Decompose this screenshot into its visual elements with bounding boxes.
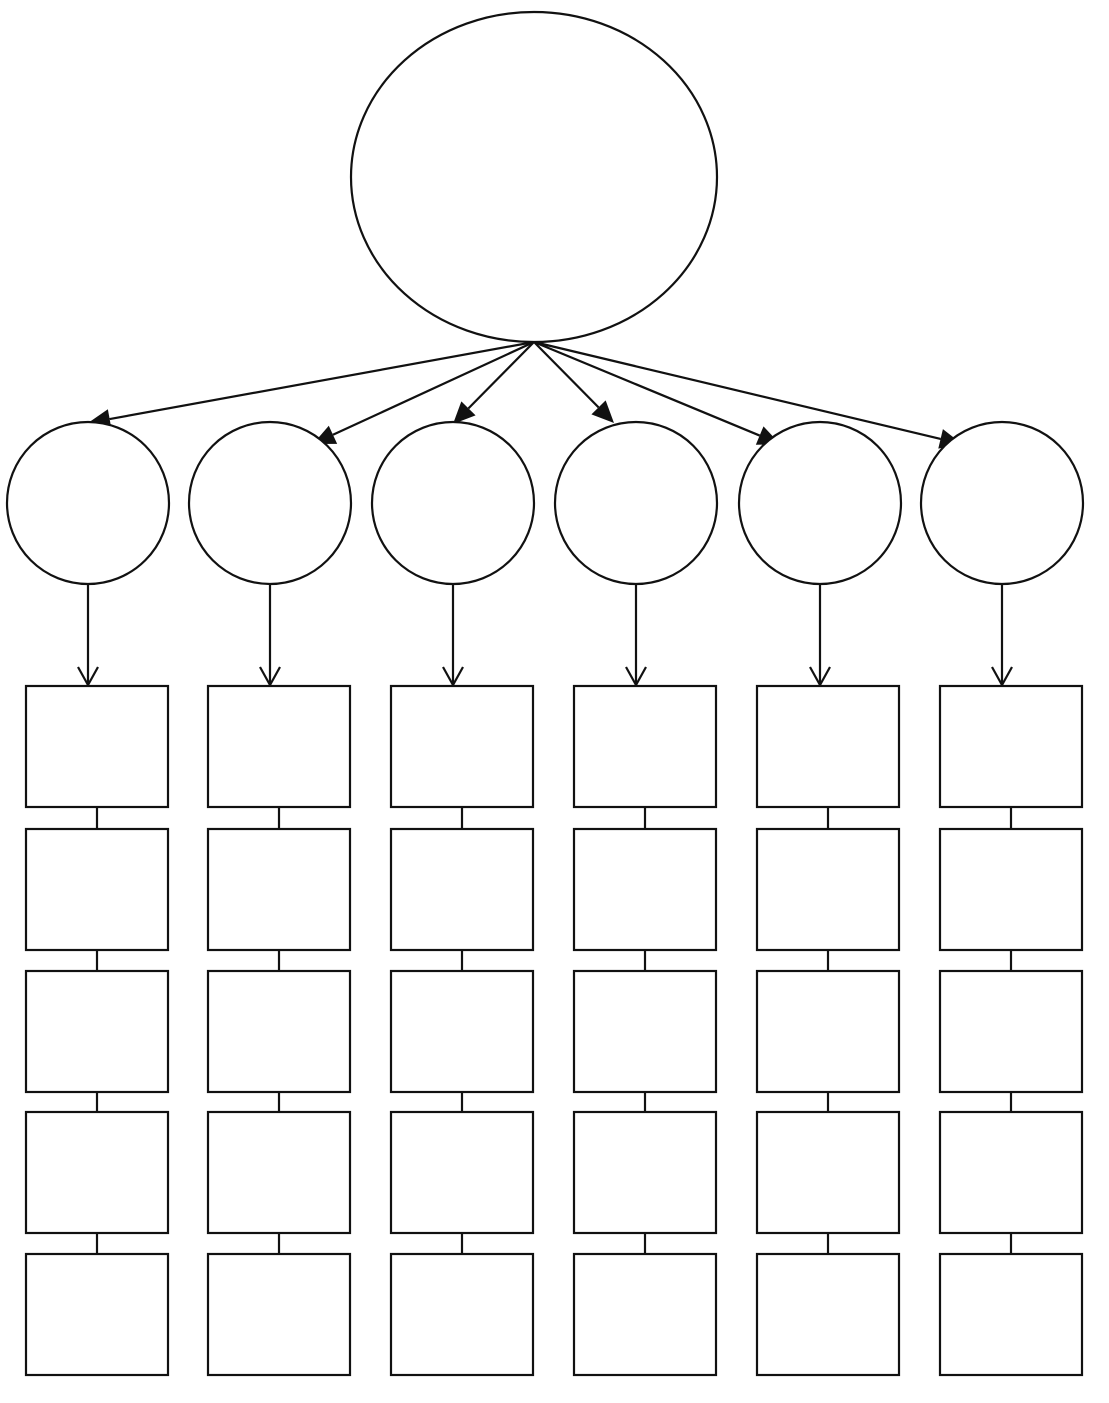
branch-1-box-4 xyxy=(24,1110,170,1235)
branch-6-box-2 xyxy=(938,827,1084,952)
branch-node-4 xyxy=(553,420,719,586)
branch-4-box-2 xyxy=(572,827,718,952)
branch-4-box-4 xyxy=(572,1110,718,1235)
branch-node-6 xyxy=(919,420,1085,586)
branch-6-box-1 xyxy=(938,684,1084,809)
branch-3-box-5 xyxy=(389,1252,535,1377)
branch-2-box-5 xyxy=(206,1252,352,1377)
branch-6-box-5 xyxy=(938,1252,1084,1377)
root-to-branch-6-arrow xyxy=(533,340,941,440)
branch-4-box-1 xyxy=(572,684,718,809)
arrowhead xyxy=(453,401,476,424)
branch-5-box-2 xyxy=(755,827,901,952)
branch-1-box-2 xyxy=(24,827,170,952)
branch-2-box-4 xyxy=(206,1110,352,1235)
branch-2-box-2 xyxy=(206,827,352,952)
root-to-branch-3-arrow xyxy=(467,341,535,410)
branch-3-box-2 xyxy=(389,827,535,952)
root-to-branch-1-arrow xyxy=(109,340,535,421)
branch-5-box-3 xyxy=(755,969,901,1094)
branch-4-box-3 xyxy=(572,969,718,1094)
branch-5-box-1 xyxy=(755,684,901,809)
branch-node-2 xyxy=(187,420,353,586)
root-node xyxy=(349,10,719,344)
branch-5-box-5 xyxy=(755,1252,901,1377)
branch-node-1 xyxy=(5,420,171,586)
branch-node-5 xyxy=(737,420,903,586)
root-to-branch-4-arrow xyxy=(533,341,600,409)
branch-6-box-4 xyxy=(938,1110,1084,1235)
root-to-branch-2-arrow xyxy=(332,341,535,436)
branch-1-box-5 xyxy=(24,1252,170,1377)
branch-5-box-4 xyxy=(755,1110,901,1235)
branch-2-box-3 xyxy=(206,969,352,1094)
root-to-branch-5-arrow xyxy=(533,340,761,437)
branch-6-box-3 xyxy=(938,969,1084,1094)
branch-1-box-3 xyxy=(24,969,170,1094)
branch-3-box-1 xyxy=(389,684,535,809)
branch-2-box-1 xyxy=(206,684,352,809)
branch-3-box-3 xyxy=(389,969,535,1094)
branch-4-box-5 xyxy=(572,1252,718,1377)
arrowhead xyxy=(591,400,614,423)
branch-1-box-1 xyxy=(24,684,170,809)
branch-3-box-4 xyxy=(389,1110,535,1235)
nodes-layer xyxy=(5,10,1085,1377)
edges-layer xyxy=(77,340,1013,1254)
branch-node-3 xyxy=(370,420,536,586)
